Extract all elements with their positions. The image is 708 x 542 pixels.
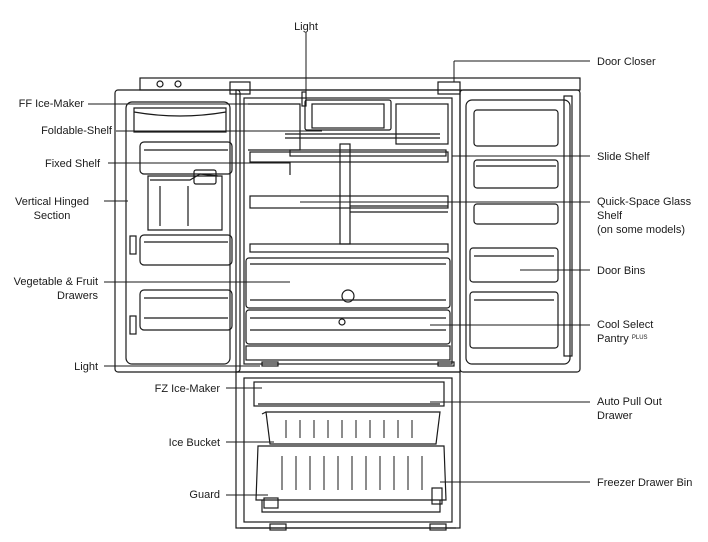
label-light-top: Light [294,21,318,33]
label-auto-pull-out-drawer: Auto Pull Out Drawer [597,395,662,423]
label-slide-shelf: Slide Shelf [597,151,650,163]
label-quick-space-shelf: Quick-Space Glass Shelf (on some models) [597,195,691,237]
label-veg-fruit-line2: Drawers [57,290,98,302]
freezer-drawer [235,371,461,531]
label-quick-space-line1: Quick-Space Glass [597,196,692,208]
label-fz-ice-maker: FZ Ice-Maker [154,383,220,395]
label-cool-select-pantry: Cool Select Pantry PLUS [597,318,653,346]
label-veg-fruit-line1: Vegetable & Fruit [13,276,98,288]
label-light-bottom: Light [74,361,98,373]
label-vertical-hinged-line1: Vertical Hinged [15,196,89,208]
label-door-closer: Door Closer [597,56,656,68]
label-quick-space-line3: (on some models) [597,224,686,236]
right-door [459,89,581,373]
label-fixed-shelf: Fixed Shelf [44,158,100,170]
label-vertical-hinged-section: Vertical Hinged Section [4,195,100,223]
cabinet-top [139,77,581,95]
label-vertical-hinged-line2: Section [33,210,71,222]
label-cool-select-line2: Pantry PLUS [597,332,653,346]
label-quick-space-line2: Shelf [597,210,623,222]
left-door [114,89,241,373]
leader-lines [88,32,590,496]
label-cool-select-pantry-word: Pantry [597,333,629,345]
label-cool-select-line1: Cool Select [597,319,654,331]
label-auto-pull-line1: Auto Pull Out [597,396,662,408]
label-guard: Guard [189,489,220,501]
label-door-bins: Door Bins [597,265,646,277]
label-auto-pull-line2: Drawer [597,410,633,422]
label-foldable-shelf: Foldable-Shelf [41,125,112,137]
label-cool-select-sup: PLUS [631,335,648,341]
label-vegetable-fruit-drawers: Vegetable & Fruit Drawers [0,275,98,303]
label-freezer-drawer-bin: Freezer Drawer Bin [597,477,693,489]
fresh-food-compartment [235,89,461,373]
label-ice-bucket: Ice Bucket [168,437,220,449]
label-ff-ice-maker: FF Ice-Maker [18,98,84,110]
